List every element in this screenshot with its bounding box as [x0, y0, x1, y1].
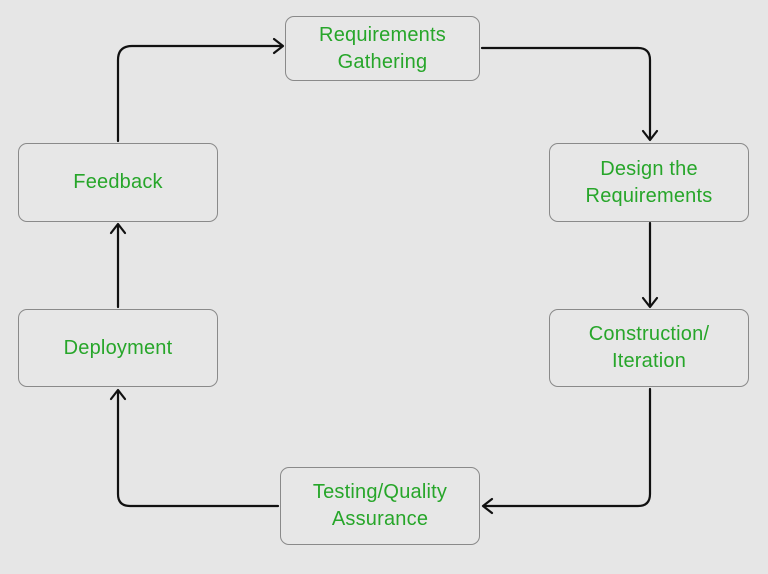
node-construction-iteration: Construction/ Iteration: [549, 309, 749, 387]
node-label: Design the Requirements: [585, 157, 713, 207]
node-testing-quality-assurance: Testing/Quality Assurance: [280, 467, 480, 545]
node-label: Deployment: [63, 336, 173, 359]
arrow-feedback-to-requirements: [116, 37, 285, 143]
node-label: Feedback: [73, 171, 163, 193]
node-feedback: Feedback: [18, 143, 218, 222]
arrow-requirements-to-design: [480, 46, 659, 142]
arrow-deployment-to-feedback: [109, 222, 127, 309]
node-label: Testing/Quality Assurance: [312, 481, 448, 530]
node-deployment: Deployment: [18, 309, 218, 387]
arrow-testing-to-deployment: [109, 388, 280, 508]
arrow-design-to-construction: [641, 221, 659, 309]
node-design-requirements: Design the Requirements: [549, 143, 749, 222]
node-label: Requirements Gathering: [319, 23, 446, 73]
node-requirements-gathering: Requirements Gathering: [285, 16, 480, 81]
arrow-construction-to-testing: [481, 387, 652, 515]
node-label: Construction/ Iteration: [588, 323, 710, 372]
